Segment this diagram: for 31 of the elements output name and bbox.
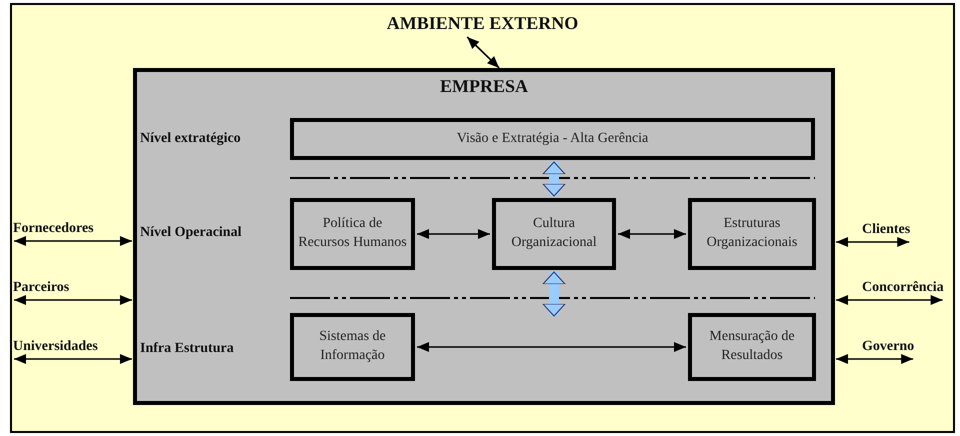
double-arrow	[14, 354, 132, 364]
double-arrow	[417, 342, 686, 352]
double-block-arrow	[542, 162, 566, 196]
process-box: Cultura Organizacional	[492, 198, 616, 270]
double-arrow	[466, 36, 500, 69]
level-label: Nível extratégico	[140, 131, 241, 147]
process-box: Estruturas Organizacionais	[688, 198, 816, 270]
stakeholder-label: Universidades	[13, 339, 123, 357]
company-box	[133, 68, 835, 405]
stakeholder-label: Parceiros	[13, 280, 123, 298]
level-label: Nível Operacinal	[140, 225, 242, 241]
stakeholder-label: Fornecedores	[13, 221, 123, 239]
double-arrow	[417, 229, 490, 239]
process-box: Mensuração de Resultados	[688, 313, 816, 381]
double-arrow	[14, 236, 132, 246]
process-box: Política de Recursos Humanos	[290, 198, 415, 270]
stakeholder-label: Concorrência	[838, 280, 944, 298]
process-box: Sistemas de Informação	[290, 313, 415, 381]
double-block-arrow	[542, 272, 566, 316]
double-arrow	[836, 237, 910, 247]
double-arrow	[14, 295, 132, 305]
process-box: Visão e Extratégia - Alta Gerência	[290, 118, 815, 160]
environment-frame	[10, 3, 955, 433]
stakeholder-label: Clientes	[838, 222, 910, 240]
stakeholder-label: Governo	[838, 339, 914, 357]
double-arrow	[836, 354, 914, 364]
frame-title: EMPRESA	[440, 76, 528, 97]
level-label: Infra Estrutura	[140, 341, 234, 357]
double-arrow	[836, 295, 943, 305]
double-arrow	[618, 229, 686, 239]
frame-title: AMBIENTE EXTERNO	[386, 13, 578, 34]
